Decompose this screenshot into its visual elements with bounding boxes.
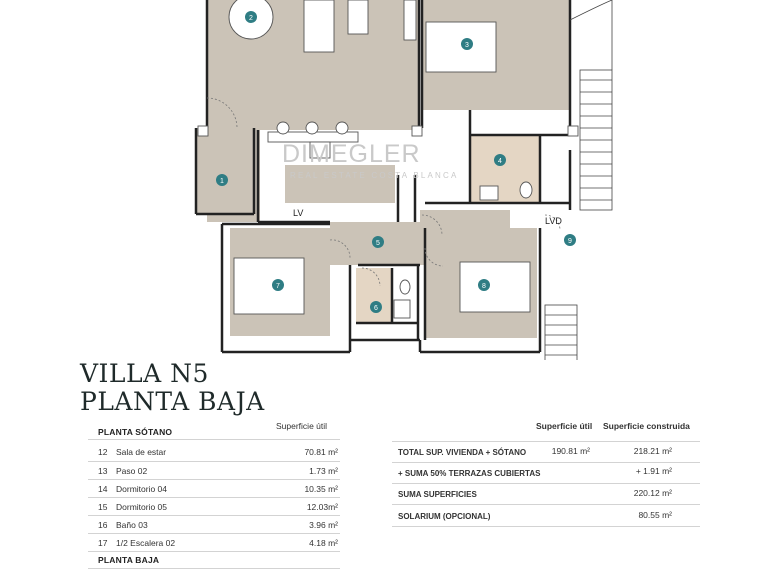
marker-2-label: 2	[249, 15, 253, 22]
window-right	[567, 125, 579, 137]
marker-2	[245, 11, 257, 23]
toilet-bath-4	[519, 181, 533, 199]
row-name: Dormitorio 04	[116, 484, 168, 494]
row-num: 16	[98, 520, 108, 530]
right-row-util: 190.81 m²	[551, 446, 590, 456]
room-markers: 1 2 3 4 5 6 7 8 9	[216, 11, 576, 313]
row-value: 1.73 m²	[309, 466, 338, 476]
row-value: 12.03m²	[306, 502, 338, 512]
kitchen-floor	[285, 165, 395, 203]
window-left	[197, 125, 209, 137]
right-row-name: SOLARIUM (OPCIONAL)	[398, 512, 491, 521]
hob	[309, 141, 331, 159]
marker-6-label: 6	[374, 305, 378, 312]
section-header-sotano: PLANTA SÓTANO	[98, 427, 173, 437]
sofa	[303, 0, 335, 53]
right-row-construida: 220.12 m²	[633, 488, 672, 498]
marker-4	[494, 154, 506, 166]
marker-3	[461, 38, 473, 50]
right-row-name: SUMA SUPERFICIES	[398, 490, 477, 499]
marker-5	[372, 236, 384, 248]
lv-label: LV	[293, 208, 303, 218]
floor-bath-6	[356, 268, 392, 323]
left-rule-5	[88, 533, 340, 534]
bed-7	[233, 257, 305, 315]
right-row-name: + SUMA 50% TERRAZAS CUBIERTAS	[398, 469, 541, 478]
toilet-bath-6	[399, 279, 411, 295]
marker-8-label: 8	[482, 283, 486, 290]
window-mid	[411, 125, 423, 137]
row-value: 3.96 m²	[309, 520, 338, 530]
lvd-label: LVD	[545, 216, 562, 226]
sink-bath-4	[479, 185, 499, 201]
left-rule-2	[88, 479, 340, 480]
right-row-construida: 80.55 m²	[638, 510, 672, 520]
right-rule-2	[392, 483, 700, 484]
left-rule-4	[88, 515, 340, 516]
row-num: 17	[98, 538, 108, 548]
row-value: 4.18 m²	[309, 538, 338, 548]
marker-9-label: 9	[568, 238, 572, 245]
left-rule-1	[88, 461, 340, 462]
right-rule-1	[392, 462, 700, 463]
row-name: Sala de estar	[116, 447, 167, 457]
watermark-sub: REAL ESTATE COSTA BLANCA	[290, 171, 459, 180]
right-col-construida-header: Superficie construida	[603, 421, 690, 431]
stool-3	[335, 121, 349, 135]
row-name: Baño 03	[116, 520, 148, 530]
right-rule-4	[392, 526, 700, 527]
right-row-construida: + 1.91 m²	[635, 466, 672, 476]
left-rule-6	[88, 551, 340, 552]
marker-7	[272, 279, 284, 291]
stool-1	[276, 121, 290, 135]
row-num: 13	[98, 466, 108, 476]
marker-3-label: 3	[465, 42, 469, 49]
row-num: 14	[98, 484, 108, 494]
bed-8	[459, 261, 531, 313]
stairs-lower	[544, 304, 578, 360]
row-name: Paso 02	[116, 466, 148, 476]
left-rule-3	[88, 497, 340, 498]
marker-9	[564, 234, 576, 246]
furniture	[197, 0, 579, 319]
right-rule-3	[392, 504, 700, 505]
left-rule-0	[88, 439, 340, 440]
marker-6	[370, 301, 382, 313]
right-row-construida: 218.21 m²	[633, 446, 672, 456]
bed-3	[425, 21, 497, 73]
stairs-upper	[569, 0, 613, 211]
shower-bath-6	[393, 299, 411, 319]
row-name: 1/2 Escalera 02	[116, 538, 176, 548]
floor-plan: 1 2 3 4 5 6 7 8 9 LV LVD DIMEGLER REAL E…	[194, 0, 613, 360]
right-col-util-header: Superficie útil	[536, 421, 593, 431]
stool-2	[305, 121, 319, 135]
marker-7-label: 7	[276, 283, 280, 290]
section-header-baja: PLANTA BAJA	[98, 555, 160, 565]
right-row-name: TOTAL SUP. VIVIENDA + SÓTANO	[398, 448, 527, 457]
title-villa: VILLA N5	[80, 359, 209, 388]
watermark-name: DIMEGLER	[282, 140, 421, 168]
left-col-header: Superficie útil	[276, 421, 328, 431]
row-value: 70.81 m²	[304, 447, 338, 457]
marker-5-label: 5	[376, 240, 380, 247]
bath-4-extra	[540, 135, 570, 203]
marker-4-label: 4	[498, 158, 502, 165]
row-name: Dormitorio 05	[116, 502, 168, 512]
tv-unit	[403, 0, 417, 41]
marker-8	[478, 279, 490, 291]
marker-1	[216, 174, 228, 186]
row-value: 10.35 m²	[304, 484, 338, 494]
row-num: 12	[98, 447, 108, 457]
marker-1-label: 1	[220, 178, 224, 185]
doors	[206, 97, 561, 287]
right-rule-0	[392, 441, 700, 442]
walls	[194, 0, 572, 354]
title-floor: PLANTA BAJA	[80, 387, 265, 416]
coffee-table	[347, 0, 369, 35]
left-rule-7	[88, 568, 340, 569]
row-num: 15	[98, 502, 108, 512]
